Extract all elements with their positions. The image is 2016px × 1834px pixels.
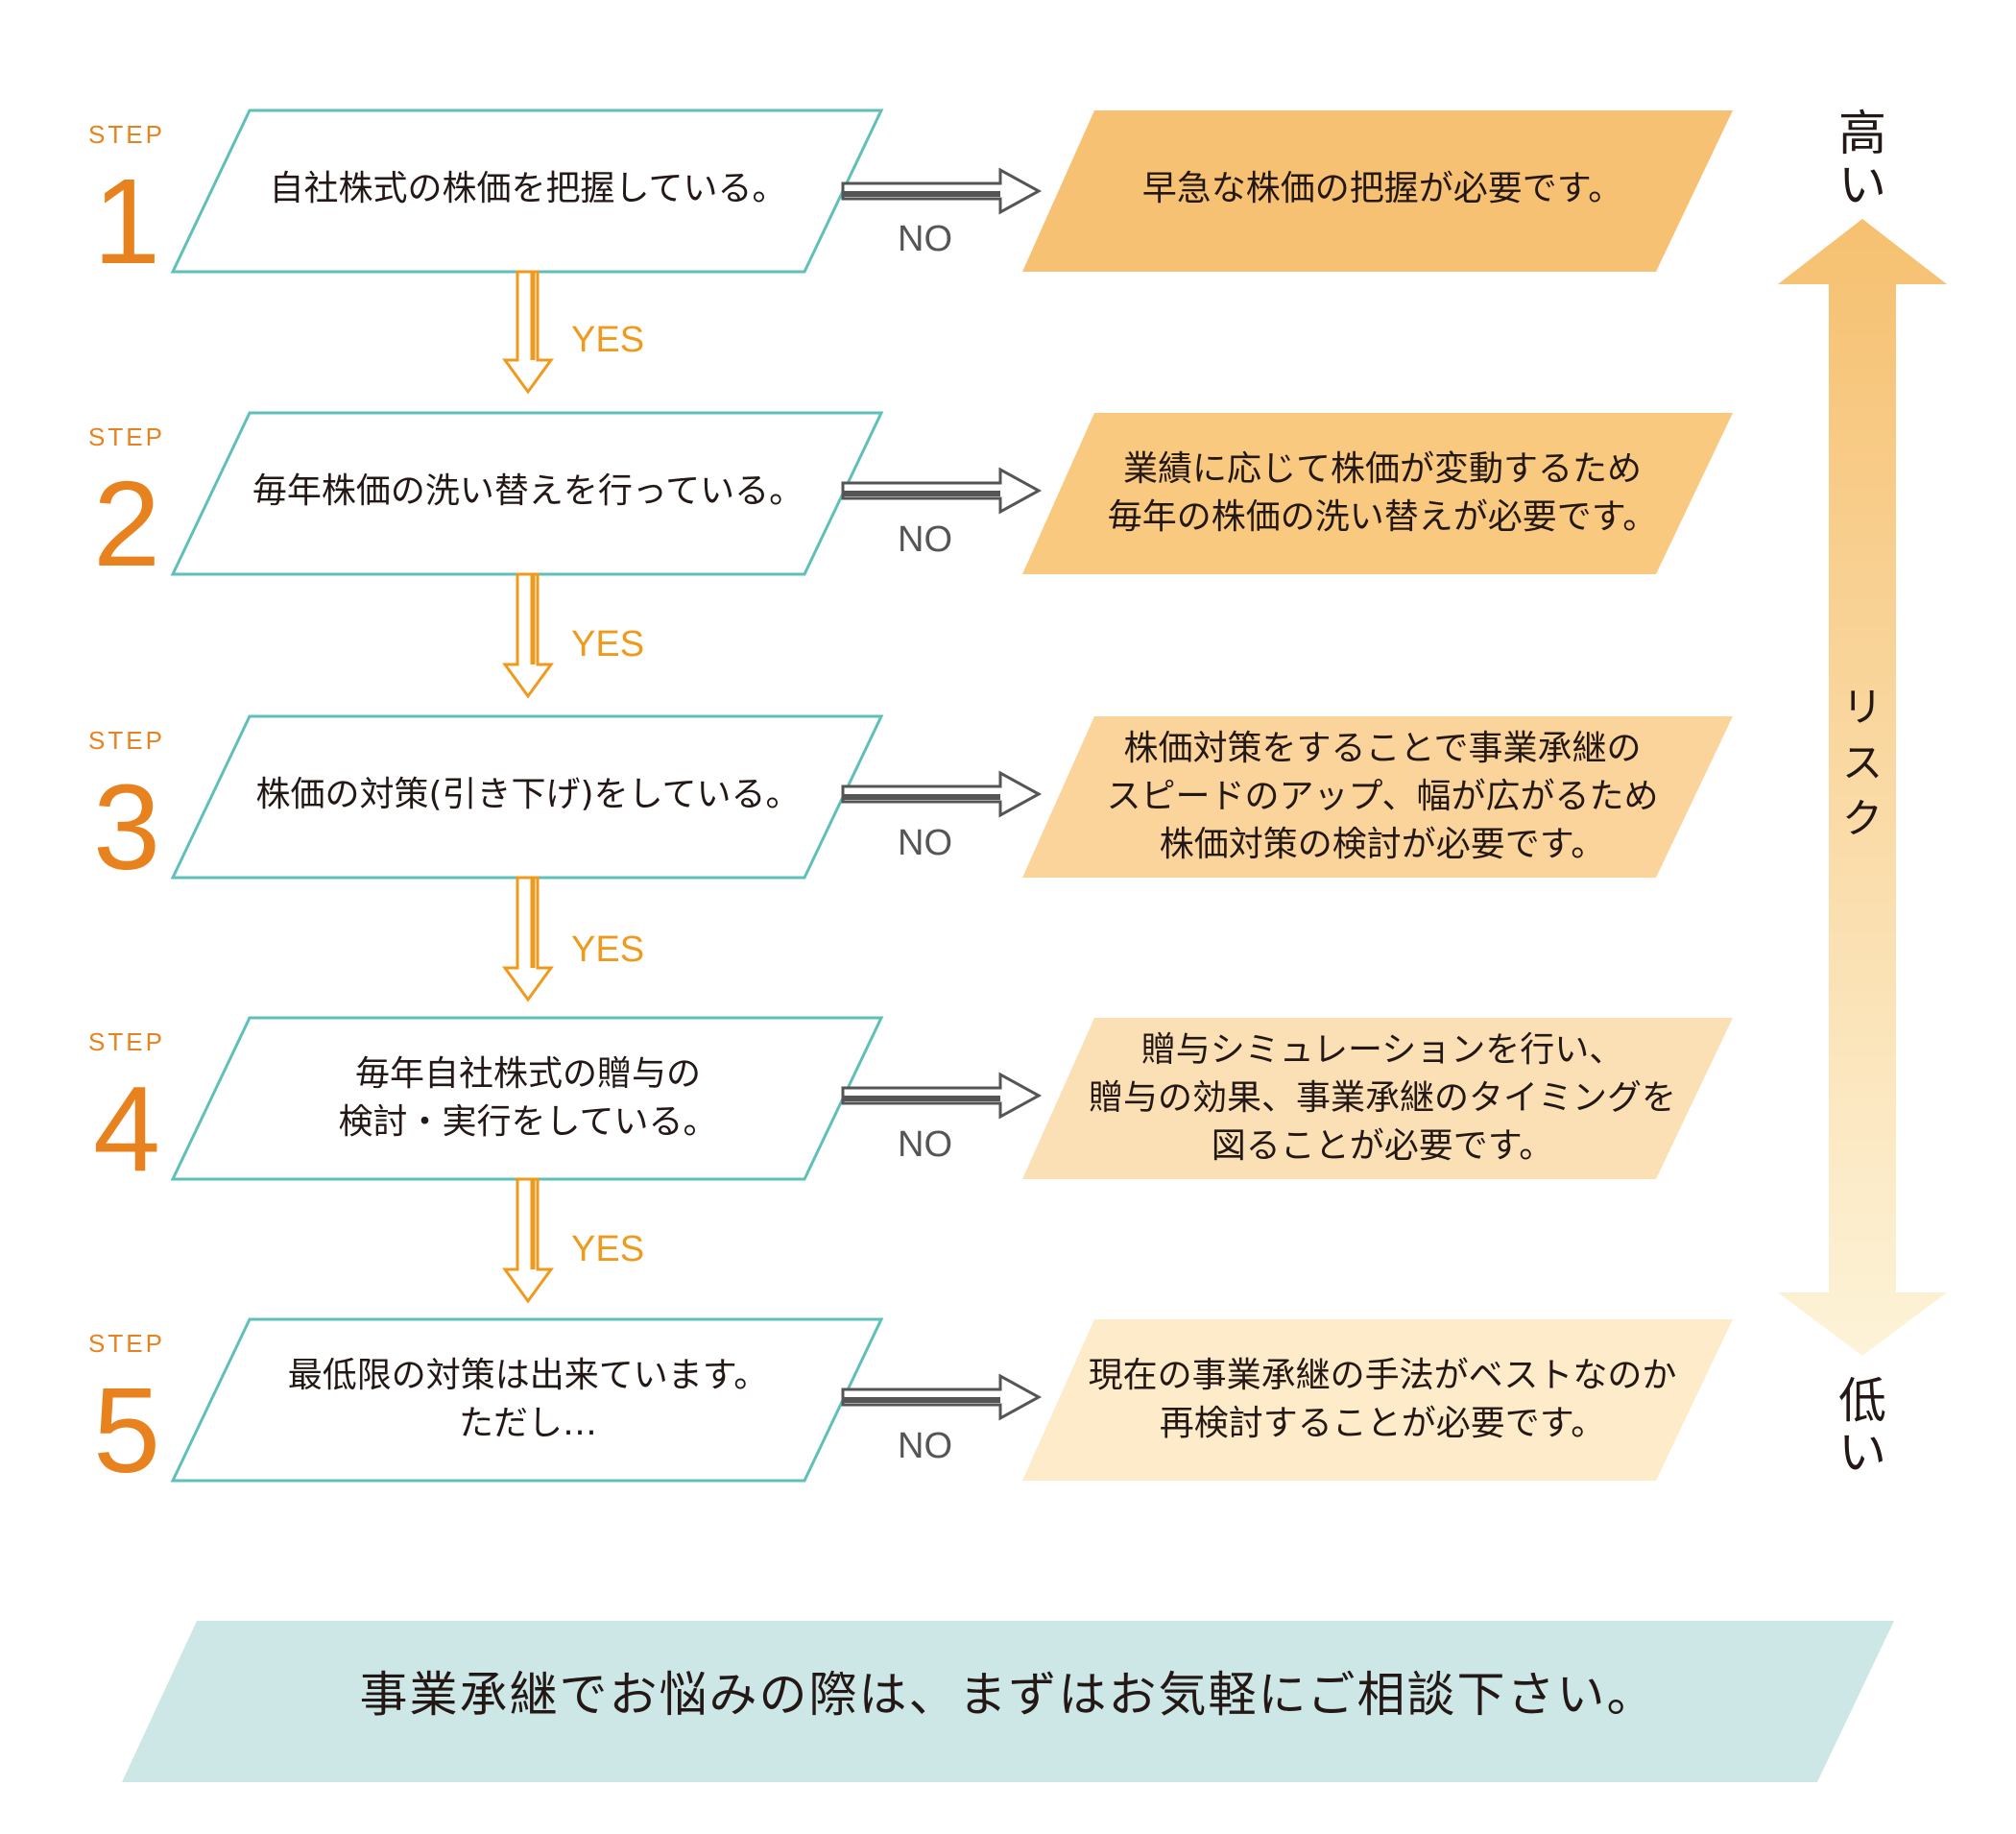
answer-text-5: 現在の事業承継の手法がベストなのか 再検討することが必要です。 bbox=[1088, 1356, 1677, 1443]
no-label-1: NO bbox=[898, 219, 952, 259]
yes-label-1: YES bbox=[571, 320, 645, 360]
yes-arrow-3 bbox=[502, 876, 554, 1002]
question-text-3: 株価の対策(引き下げ)をしている。 bbox=[255, 775, 801, 814]
answer-text-3: 株価対策をすることで事業承継の スピードのアップ、幅が広がるため 株価対策の検討… bbox=[1106, 729, 1659, 864]
question-box-3 bbox=[170, 714, 884, 880]
answer-text-2: 業績に応じて株価が変動するため 毎年の株価の洗い替えが必要です。 bbox=[1107, 449, 1658, 537]
question-box-2 bbox=[170, 411, 884, 576]
step-number-5: 5 bbox=[92, 1363, 161, 1498]
risk-arrow bbox=[1778, 219, 1947, 1356]
answer-box-1 bbox=[1022, 110, 1733, 272]
risk-high-label: 高 い bbox=[1838, 106, 1886, 213]
step-label-1: STEP bbox=[88, 120, 165, 149]
yes-arrow-4 bbox=[502, 1177, 554, 1304]
question-text-4: 毎年自社株式の贈与の 検討・実行をしている。 bbox=[338, 1054, 718, 1142]
answer-box-2 bbox=[1022, 413, 1733, 574]
question-box-4 bbox=[170, 1016, 884, 1181]
yes-arrow-2 bbox=[502, 572, 554, 699]
no-label-4: NO bbox=[898, 1124, 952, 1165]
no-label-3: NO bbox=[898, 823, 952, 863]
risk-low-label: 低 い bbox=[1838, 1373, 1886, 1481]
question-box-1 bbox=[170, 109, 884, 274]
question-text-2: 毎年株価の洗い替えを行っている。 bbox=[252, 471, 804, 511]
question-box-5 bbox=[170, 1317, 884, 1483]
step-label-3: STEP bbox=[88, 726, 165, 755]
yes-arrow-1 bbox=[502, 270, 554, 395]
question-text-1: 自社株式の株価を把握している。 bbox=[269, 169, 787, 208]
answer-box-3 bbox=[1022, 716, 1733, 878]
yes-label-4: YES bbox=[571, 1229, 645, 1269]
no-label-5: NO bbox=[898, 1426, 952, 1466]
answer-text-4: 贈与シミュレーションを行い、 贈与の効果、事業承継のタイミングを 図ることが必要… bbox=[1088, 1030, 1676, 1166]
footer-message: 事業承継でお悩みの際は、まずはお気軽にご相談下さい。 bbox=[359, 1667, 1657, 1723]
footer-banner bbox=[122, 1621, 1894, 1782]
answer-box-5 bbox=[1022, 1319, 1733, 1481]
yes-label-2: YES bbox=[571, 624, 645, 664]
step-number-2: 2 bbox=[92, 456, 161, 591]
no-label-2: NO bbox=[898, 519, 952, 560]
step-number-3: 3 bbox=[92, 760, 161, 895]
step-number-1: 1 bbox=[92, 154, 161, 289]
step-number-4: 4 bbox=[92, 1061, 161, 1196]
yes-label-3: YES bbox=[571, 929, 645, 970]
step-label-5: STEP bbox=[88, 1329, 165, 1358]
answer-box-4 bbox=[1022, 1018, 1733, 1179]
step-label-2: STEP bbox=[88, 422, 165, 451]
risk-label: リ ス ク bbox=[1841, 684, 1883, 842]
question-text-5: 最低限の対策は出来ています。 ただし… bbox=[287, 1356, 769, 1443]
answer-text-1: 早急な株価の把握が必要です。 bbox=[1141, 169, 1623, 208]
step-label-4: STEP bbox=[88, 1027, 165, 1056]
